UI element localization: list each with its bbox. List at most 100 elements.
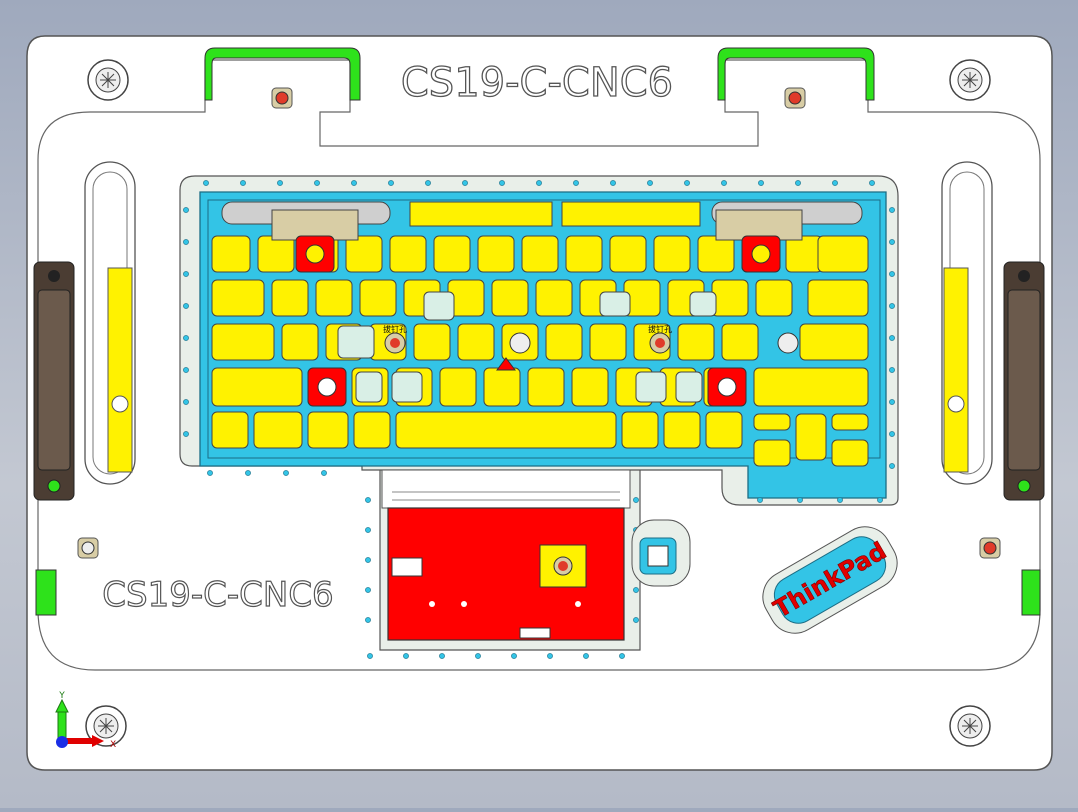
vent-hole (365, 557, 371, 563)
vent-hole (721, 180, 727, 186)
key (799, 323, 869, 361)
vent-hole (183, 431, 189, 437)
vent-hole (462, 180, 468, 186)
vent-hole (277, 180, 283, 186)
key (211, 279, 265, 317)
vent-hole (511, 653, 517, 659)
vent-hole (203, 180, 209, 186)
key (817, 235, 869, 273)
red-locator (707, 367, 747, 407)
axis-y-label: Y (58, 691, 65, 701)
vent-hole (889, 303, 895, 309)
vent-hole (889, 399, 895, 405)
key (753, 413, 791, 431)
vent-hole (610, 180, 616, 186)
key (795, 413, 827, 461)
key (705, 411, 743, 449)
vent-hole (684, 180, 690, 186)
key (711, 279, 749, 317)
key (353, 411, 391, 449)
key (689, 291, 717, 317)
handle-right[interactable] (1003, 261, 1045, 501)
key (807, 279, 869, 317)
key (211, 323, 275, 361)
key (433, 235, 471, 273)
key (721, 323, 759, 361)
axis-x-label: X (110, 740, 116, 750)
top-clamp-right (717, 47, 875, 101)
key (389, 235, 427, 273)
key (483, 367, 521, 407)
vent-hole (889, 431, 895, 437)
key (831, 439, 869, 467)
key (491, 279, 529, 317)
vent-hole (647, 180, 653, 186)
vent-hole (536, 180, 542, 186)
key (527, 367, 565, 407)
handle-left[interactable] (33, 261, 75, 501)
part-code-top: CS19-C-CNC6 (401, 60, 673, 106)
vent-hole (795, 180, 801, 186)
vent-hole (889, 463, 895, 469)
key (457, 323, 495, 361)
vent-hole (499, 180, 505, 186)
vent-hole (365, 617, 371, 623)
key (477, 235, 515, 273)
vent-hole (797, 497, 803, 503)
vent-hole (633, 587, 639, 593)
key (785, 235, 823, 273)
side-slot-right (941, 161, 993, 485)
vent-hole (583, 653, 589, 659)
vent-hole (403, 653, 409, 659)
vent-hole (183, 367, 189, 373)
key (755, 279, 793, 317)
key (565, 235, 603, 273)
vent-hole (889, 239, 895, 245)
key (697, 235, 735, 273)
key (423, 291, 455, 321)
key (315, 279, 353, 317)
key (609, 235, 647, 273)
key (521, 235, 559, 273)
vent-hole (367, 653, 373, 659)
key (663, 411, 701, 449)
screw-bottom-left (85, 705, 127, 747)
vent-hole (832, 180, 838, 186)
fingerprint-block (631, 519, 691, 587)
key (253, 411, 303, 449)
vent-hole (365, 497, 371, 503)
key (211, 411, 249, 449)
vent-hole (439, 653, 445, 659)
vent-hole (314, 180, 320, 186)
key (211, 367, 303, 407)
pull-pin-hole-right: 拔钉孔 (648, 324, 672, 354)
red-arrow-marker (496, 357, 516, 371)
vent-hole (758, 180, 764, 186)
key (599, 291, 631, 317)
key (753, 367, 869, 407)
vent-hole (547, 653, 553, 659)
svg-text:拔钉孔: 拔钉孔 (648, 324, 672, 334)
key (257, 235, 295, 273)
vent-hole (207, 470, 213, 476)
red-locator (741, 235, 781, 273)
vent-hole (245, 470, 251, 476)
vent-hole (183, 303, 189, 309)
key (413, 323, 451, 361)
vent-hole (889, 271, 895, 277)
vent-hole (837, 497, 843, 503)
vent-hole (889, 367, 895, 373)
key (571, 367, 609, 407)
key (337, 325, 375, 359)
vent-hole (869, 180, 875, 186)
vent-hole (183, 271, 189, 277)
vent-hole (889, 207, 895, 213)
side-pad-right (943, 267, 969, 473)
key (635, 371, 667, 403)
touchpad-pocket (381, 469, 631, 641)
vent-hole (877, 497, 883, 503)
vent-hole (573, 180, 579, 186)
screw-top-right (949, 59, 991, 101)
vent-hole (365, 527, 371, 533)
